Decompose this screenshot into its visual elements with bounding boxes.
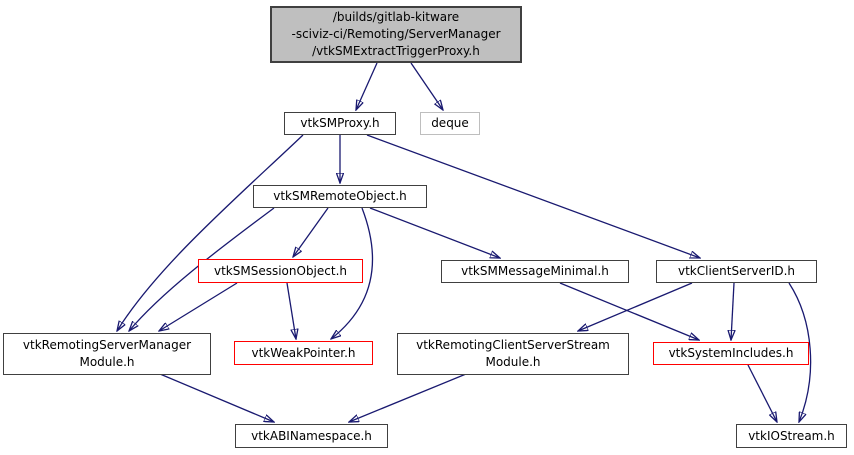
edge-root-to-deque — [410, 62, 443, 110]
node-vtksmmessageminimal[interactable]: vtkSMMessageMinimal.h — [441, 260, 629, 283]
edge-vtkremotingservermanagermodule-to-vtkabinamespace — [159, 373, 274, 422]
node-deque: deque — [420, 112, 480, 135]
edge-vtksmproxy-to-vtkclientserverid — [366, 134, 700, 258]
edge-vtksmremoteobject-to-vtkremotingservermanagermodule — [129, 207, 275, 331]
node-vtkiostream[interactable]: vtkIOStream.h — [736, 424, 847, 448]
node-vtksmproxy[interactable]: vtkSMProxy.h — [284, 112, 396, 135]
node-vtkweakpointer[interactable]: vtkWeakPointer.h — [234, 341, 373, 365]
edge-vtkclientserverid-to-vtkiostream — [788, 282, 812, 422]
edge-vtkremotingclientserverstreammodule-to-vtkabinamespace — [349, 373, 467, 422]
edge-vtksmsessionobject-to-vtkremotingservermanagermodule — [159, 282, 238, 331]
edge-vtksmsessionobject-to-vtkweakpointer — [286, 282, 296, 339]
node-vtksystemincludes[interactable]: vtkSystemIncludes.h — [653, 342, 809, 365]
node-vtkclientserverid[interactable]: vtkClientServerID.h — [656, 260, 817, 283]
edge-vtksmmessageminimal-to-vtksystemincludes — [559, 282, 699, 340]
edge-vtksmremoteobject-to-vtkweakpointer — [331, 207, 374, 339]
node-vtkremotingservermanagermodule[interactable]: vtkRemotingServerManager Module.h — [3, 333, 211, 375]
node-vtksmsessionobject[interactable]: vtkSMSessionObject.h — [198, 259, 363, 283]
node-vtksmremoteobject[interactable]: vtkSMRemoteObject.h — [253, 185, 427, 208]
edge-root-to-vtksmproxy — [356, 62, 378, 110]
node-root-header: /builds/gitlab-kitware -sciviz-ci/Remoti… — [270, 6, 522, 63]
edge-vtksystemincludes-to-vtkiostream — [747, 364, 777, 422]
node-vtkabinamespace[interactable]: vtkABINamespace.h — [235, 424, 388, 448]
edge-vtksmremoteobject-to-vtksmmessageminimal — [369, 207, 500, 258]
edge-vtkclientserverid-to-vtkremotingclientserverstreammodule — [578, 282, 693, 331]
edge-vtksmproxy-to-vtkremotingservermanagermodule — [117, 134, 304, 331]
edge-vtksmremoteobject-to-vtksmsessionobject — [293, 207, 329, 257]
node-vtkremotingclientserverstreammodule[interactable]: vtkRemotingClientServerStream Module.h — [397, 333, 629, 375]
edge-vtkclientserverid-to-vtksystemincludes — [731, 282, 734, 340]
